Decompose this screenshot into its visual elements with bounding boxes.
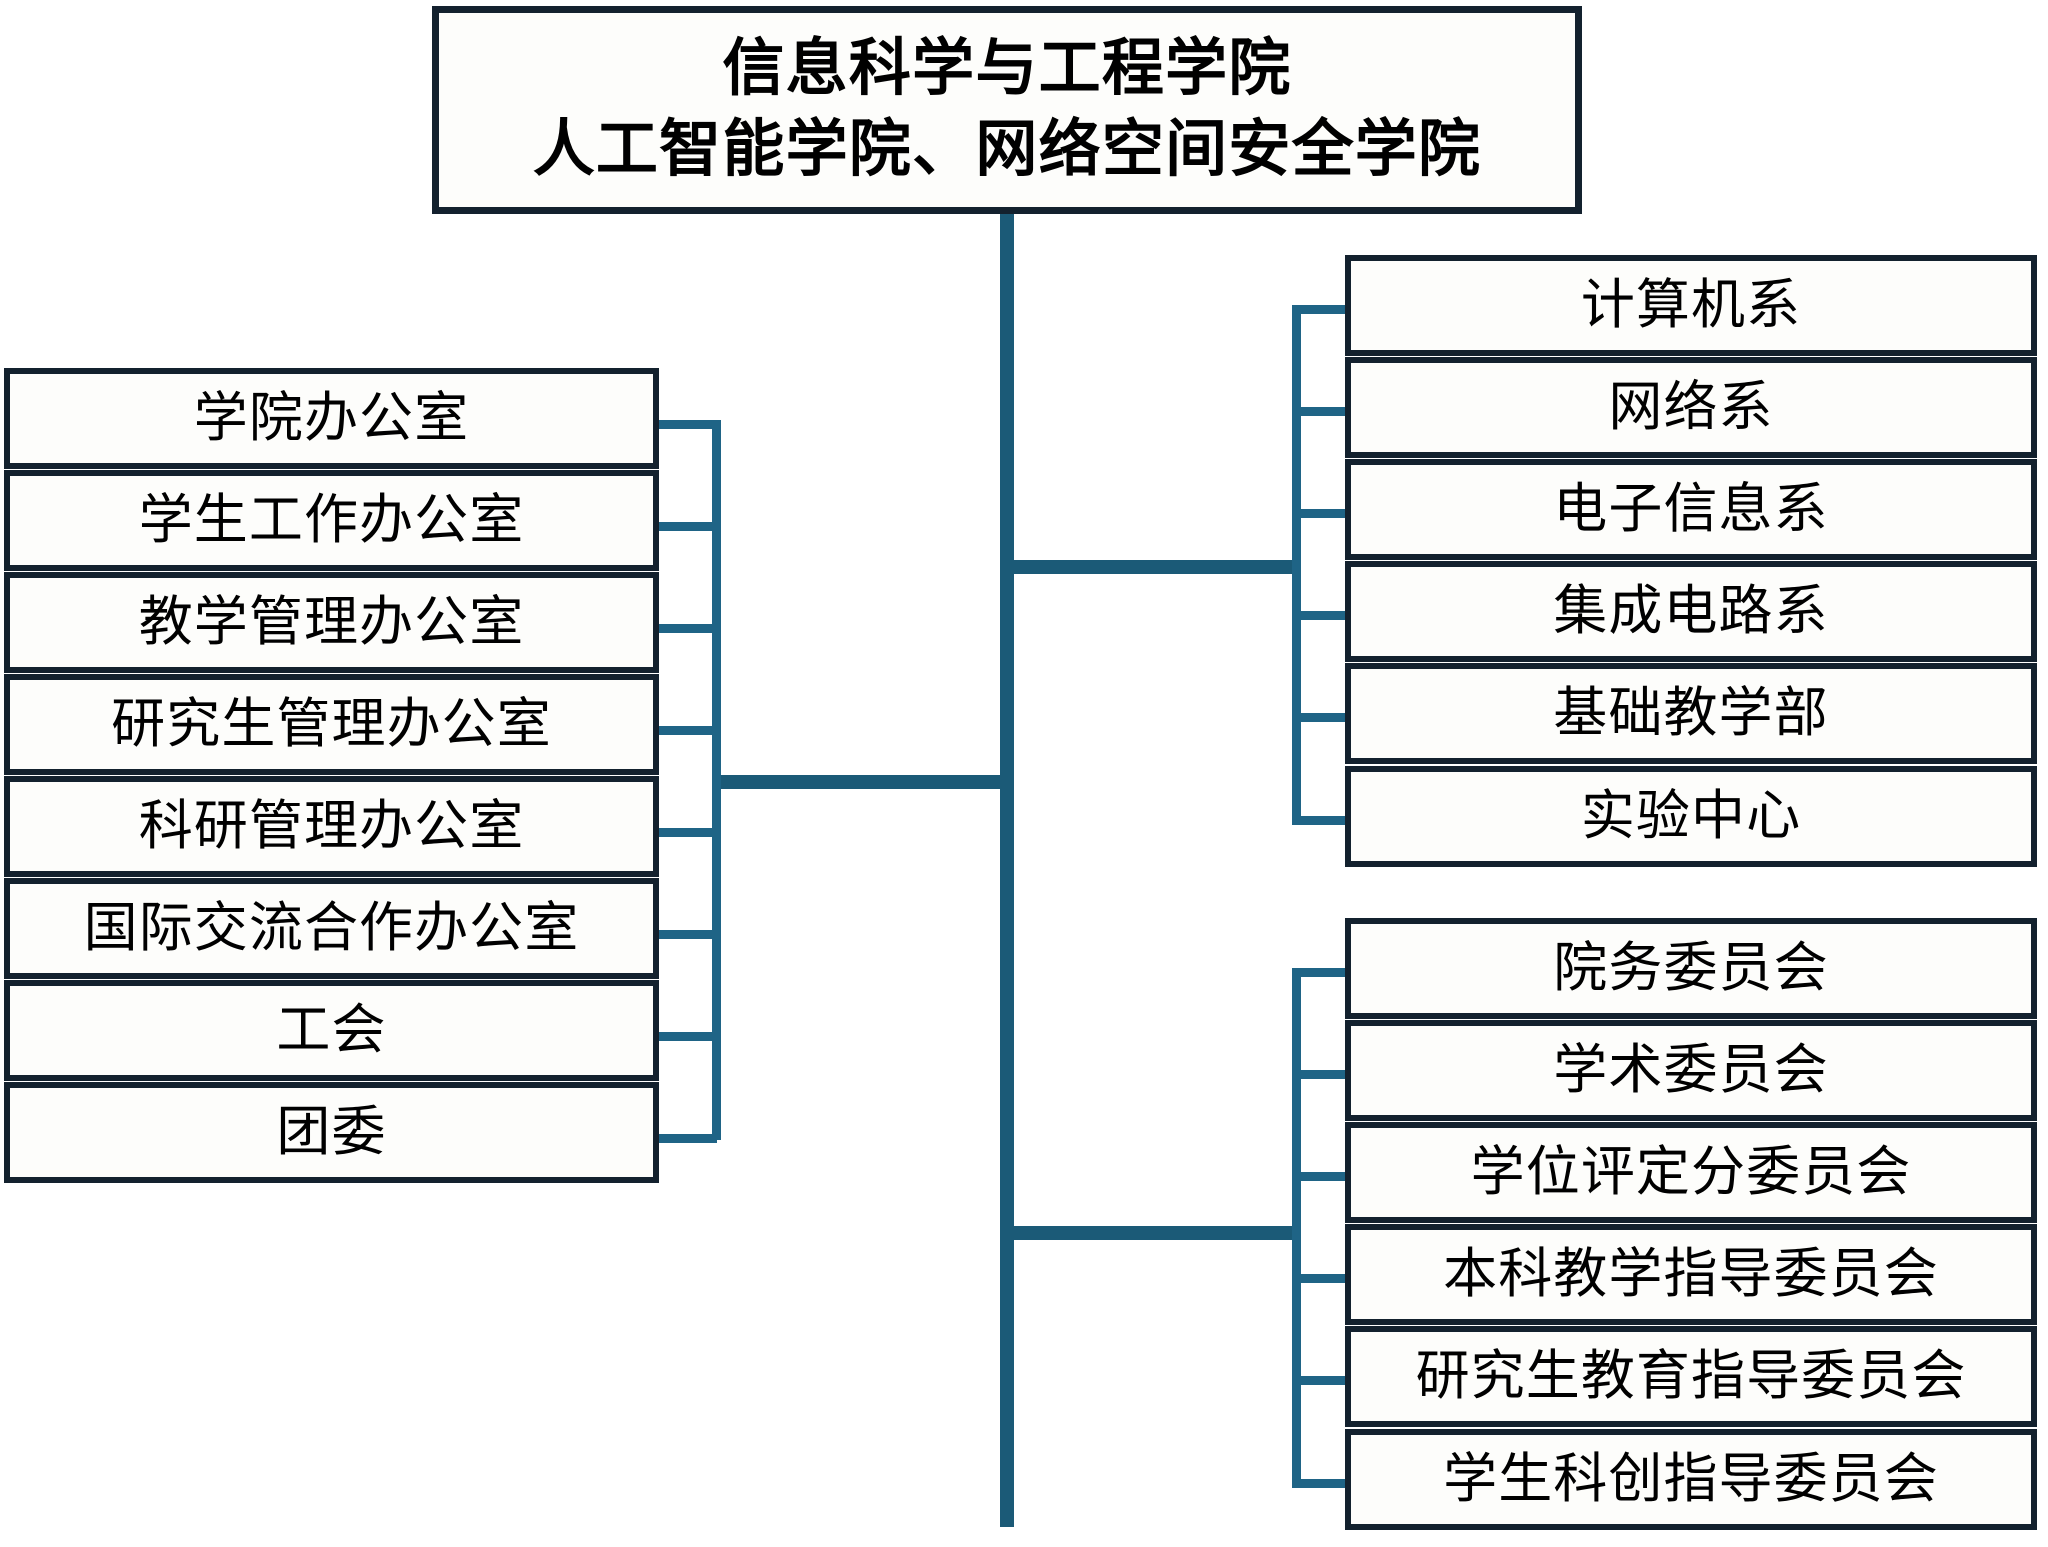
node-department-1[interactable]: 计算机系 xyxy=(1345,255,2037,356)
offices-tooth-2 xyxy=(655,522,717,531)
node-office-1-label: 学院办公室 xyxy=(193,387,470,448)
node-committee-6[interactable]: 学生科创指导委员会 xyxy=(1345,1429,2037,1530)
node-committee-3-label: 学位评定分委员会 xyxy=(1470,1141,1912,1202)
node-committee-1[interactable]: 院务委员会 xyxy=(1345,918,2037,1019)
departments-tooth-1 xyxy=(1292,305,1348,314)
node-committee-5[interactable]: 研究生教育指导委员会 xyxy=(1345,1326,2037,1427)
node-office-5[interactable]: 科研管理办公室 xyxy=(4,776,659,877)
node-committee-2[interactable]: 学术委员会 xyxy=(1345,1020,2037,1121)
departments-tooth-4 xyxy=(1292,611,1348,620)
node-department-6-label: 实验中心 xyxy=(1580,785,1802,846)
branch-offices-horizontal xyxy=(718,775,1008,789)
committees-tooth-1 xyxy=(1292,968,1348,977)
departments-tooth-3 xyxy=(1292,509,1348,518)
node-department-3-label: 电子信息系 xyxy=(1553,478,1829,539)
offices-tooth-6 xyxy=(655,930,717,939)
committees-tooth-2 xyxy=(1292,1070,1348,1079)
node-office-3-label: 教学管理办公室 xyxy=(138,591,525,652)
offices-tooth-4 xyxy=(655,726,717,735)
root-node-college[interactable]: 信息科学与工程学院 人工智能学院、网络空间安全学院 xyxy=(432,6,1582,214)
node-department-4-label: 集成电路系 xyxy=(1553,580,1829,641)
node-committee-5-label: 研究生教育指导委员会 xyxy=(1415,1345,1967,1406)
offices-spine xyxy=(712,420,721,1140)
departments-tooth-2 xyxy=(1292,407,1348,416)
departments-tooth-6 xyxy=(1292,816,1348,825)
node-office-2-label: 学生工作办公室 xyxy=(138,489,525,550)
committees-tooth-3 xyxy=(1292,1172,1348,1181)
trunk-vertical-line xyxy=(1000,214,1014,1527)
node-department-6[interactable]: 实验中心 xyxy=(1345,766,2037,867)
offices-tooth-7 xyxy=(655,1032,717,1041)
offices-tooth-5 xyxy=(655,828,717,837)
node-office-2[interactable]: 学生工作办公室 xyxy=(4,470,659,571)
node-office-7-label: 工会 xyxy=(276,999,387,1060)
node-committee-4-label: 本科教学指导委员会 xyxy=(1443,1243,1939,1304)
node-committee-6-label: 学生科创指导委员会 xyxy=(1443,1448,1939,1509)
node-office-6[interactable]: 国际交流合作办公室 xyxy=(4,878,659,979)
departments-spine xyxy=(1292,305,1301,825)
node-department-4[interactable]: 集成电路系 xyxy=(1345,561,2037,662)
departments-tooth-5 xyxy=(1292,713,1348,722)
node-office-1[interactable]: 学院办公室 xyxy=(4,368,659,469)
node-office-8[interactable]: 团委 xyxy=(4,1082,659,1183)
branch-departments-horizontal xyxy=(1000,560,1300,574)
offices-tooth-3 xyxy=(655,624,717,633)
node-committee-1-label: 院务委员会 xyxy=(1553,937,1829,998)
node-office-6-label: 国际交流合作办公室 xyxy=(83,897,580,958)
node-office-8-label: 团委 xyxy=(276,1101,387,1162)
node-department-3[interactable]: 电子信息系 xyxy=(1345,459,2037,560)
root-node-label: 信息科学与工程学院 人工智能学院、网络空间安全学院 xyxy=(532,35,1482,184)
node-department-2[interactable]: 网络系 xyxy=(1345,357,2037,458)
node-committee-2-label: 学术委员会 xyxy=(1553,1039,1829,1100)
offices-tooth-1 xyxy=(655,420,717,429)
node-department-1-label: 计算机系 xyxy=(1580,274,1802,335)
node-office-4[interactable]: 研究生管理办公室 xyxy=(4,674,659,775)
node-department-5[interactable]: 基础教学部 xyxy=(1345,663,2037,764)
node-office-7[interactable]: 工会 xyxy=(4,980,659,1081)
branch-committees-horizontal xyxy=(1000,1226,1300,1240)
node-committee-3[interactable]: 学位评定分委员会 xyxy=(1345,1122,2037,1223)
node-office-4-label: 研究生管理办公室 xyxy=(111,693,552,754)
committees-tooth-6 xyxy=(1292,1479,1348,1488)
offices-tooth-8 xyxy=(655,1134,717,1143)
node-committee-4[interactable]: 本科教学指导委员会 xyxy=(1345,1224,2037,1325)
committees-tooth-4 xyxy=(1292,1274,1348,1283)
node-department-2-label: 网络系 xyxy=(1608,376,1774,437)
node-office-5-label: 科研管理办公室 xyxy=(138,795,525,856)
committees-spine xyxy=(1292,968,1301,1488)
committees-tooth-5 xyxy=(1292,1376,1348,1385)
node-office-3[interactable]: 教学管理办公室 xyxy=(4,572,659,673)
node-department-5-label: 基础教学部 xyxy=(1553,682,1829,743)
